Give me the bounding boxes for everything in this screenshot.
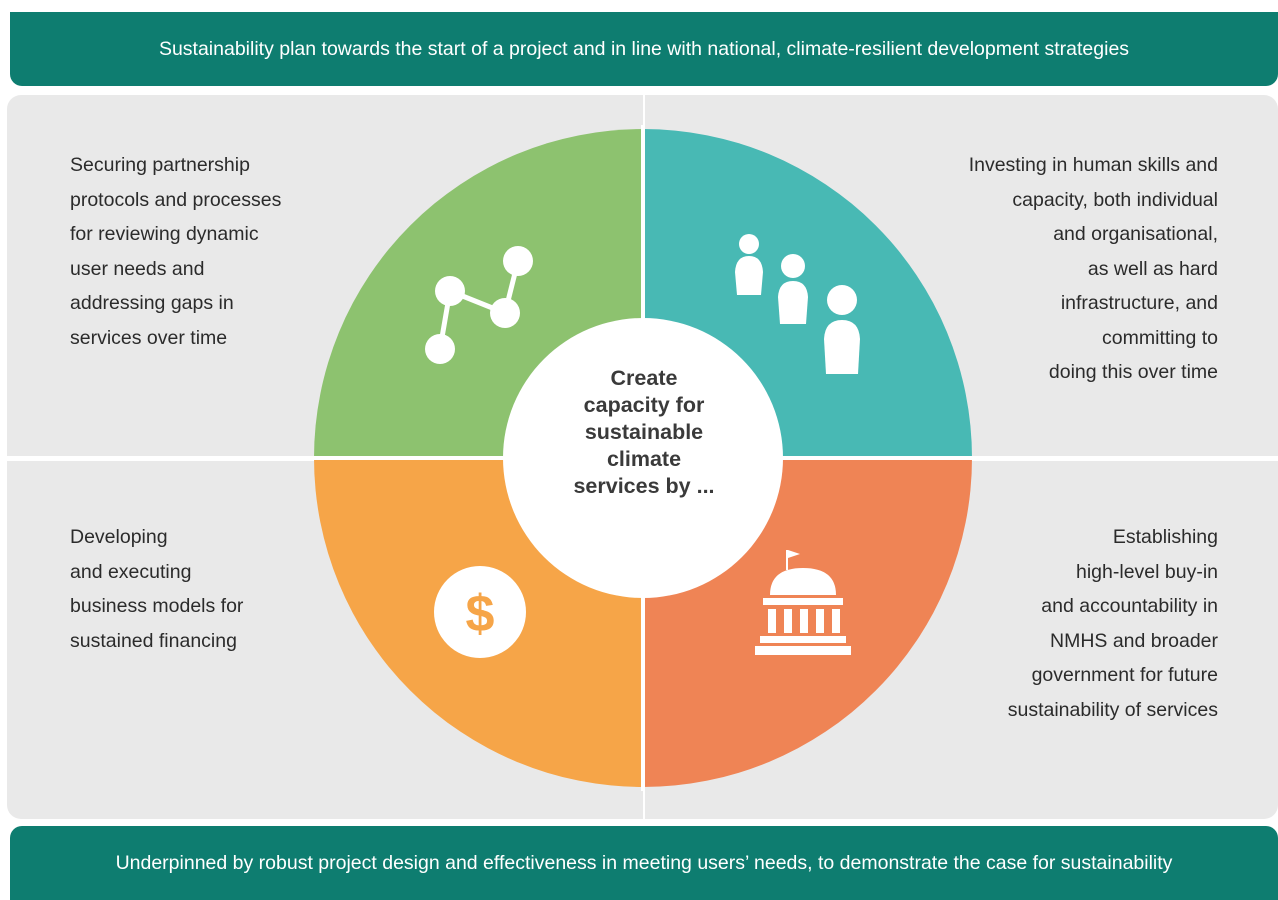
people-icon [735, 234, 860, 374]
top-banner-text: Sustainability plan towards the start of… [158, 37, 1130, 60]
center-text: Create capacity for sustainable climate … [573, 366, 715, 498]
dollar-coin-icon: $ [434, 566, 526, 658]
government-building-icon [755, 550, 851, 655]
network-nodes-icon [425, 246, 533, 364]
quadrant-top-right-text: Investing in human skills and capacity, … [968, 154, 1218, 383]
dollar-glyph: $ [466, 585, 495, 643]
top-banner: Sustainability plan towards the start of… [10, 12, 1278, 86]
center-circle [503, 318, 783, 598]
bottom-banner-text: Underpinned by robust project design and… [115, 851, 1173, 874]
quadrant-top-left-text: Securing partnership protocols and proce… [70, 154, 282, 349]
bottom-banner: Underpinned by robust project design and… [10, 826, 1278, 900]
quadrant-bottom-left-text: Developing and executing business models… [70, 526, 244, 652]
quadrant-bottom-right-text: Establishing high-level buy-in and accou… [1007, 526, 1218, 721]
